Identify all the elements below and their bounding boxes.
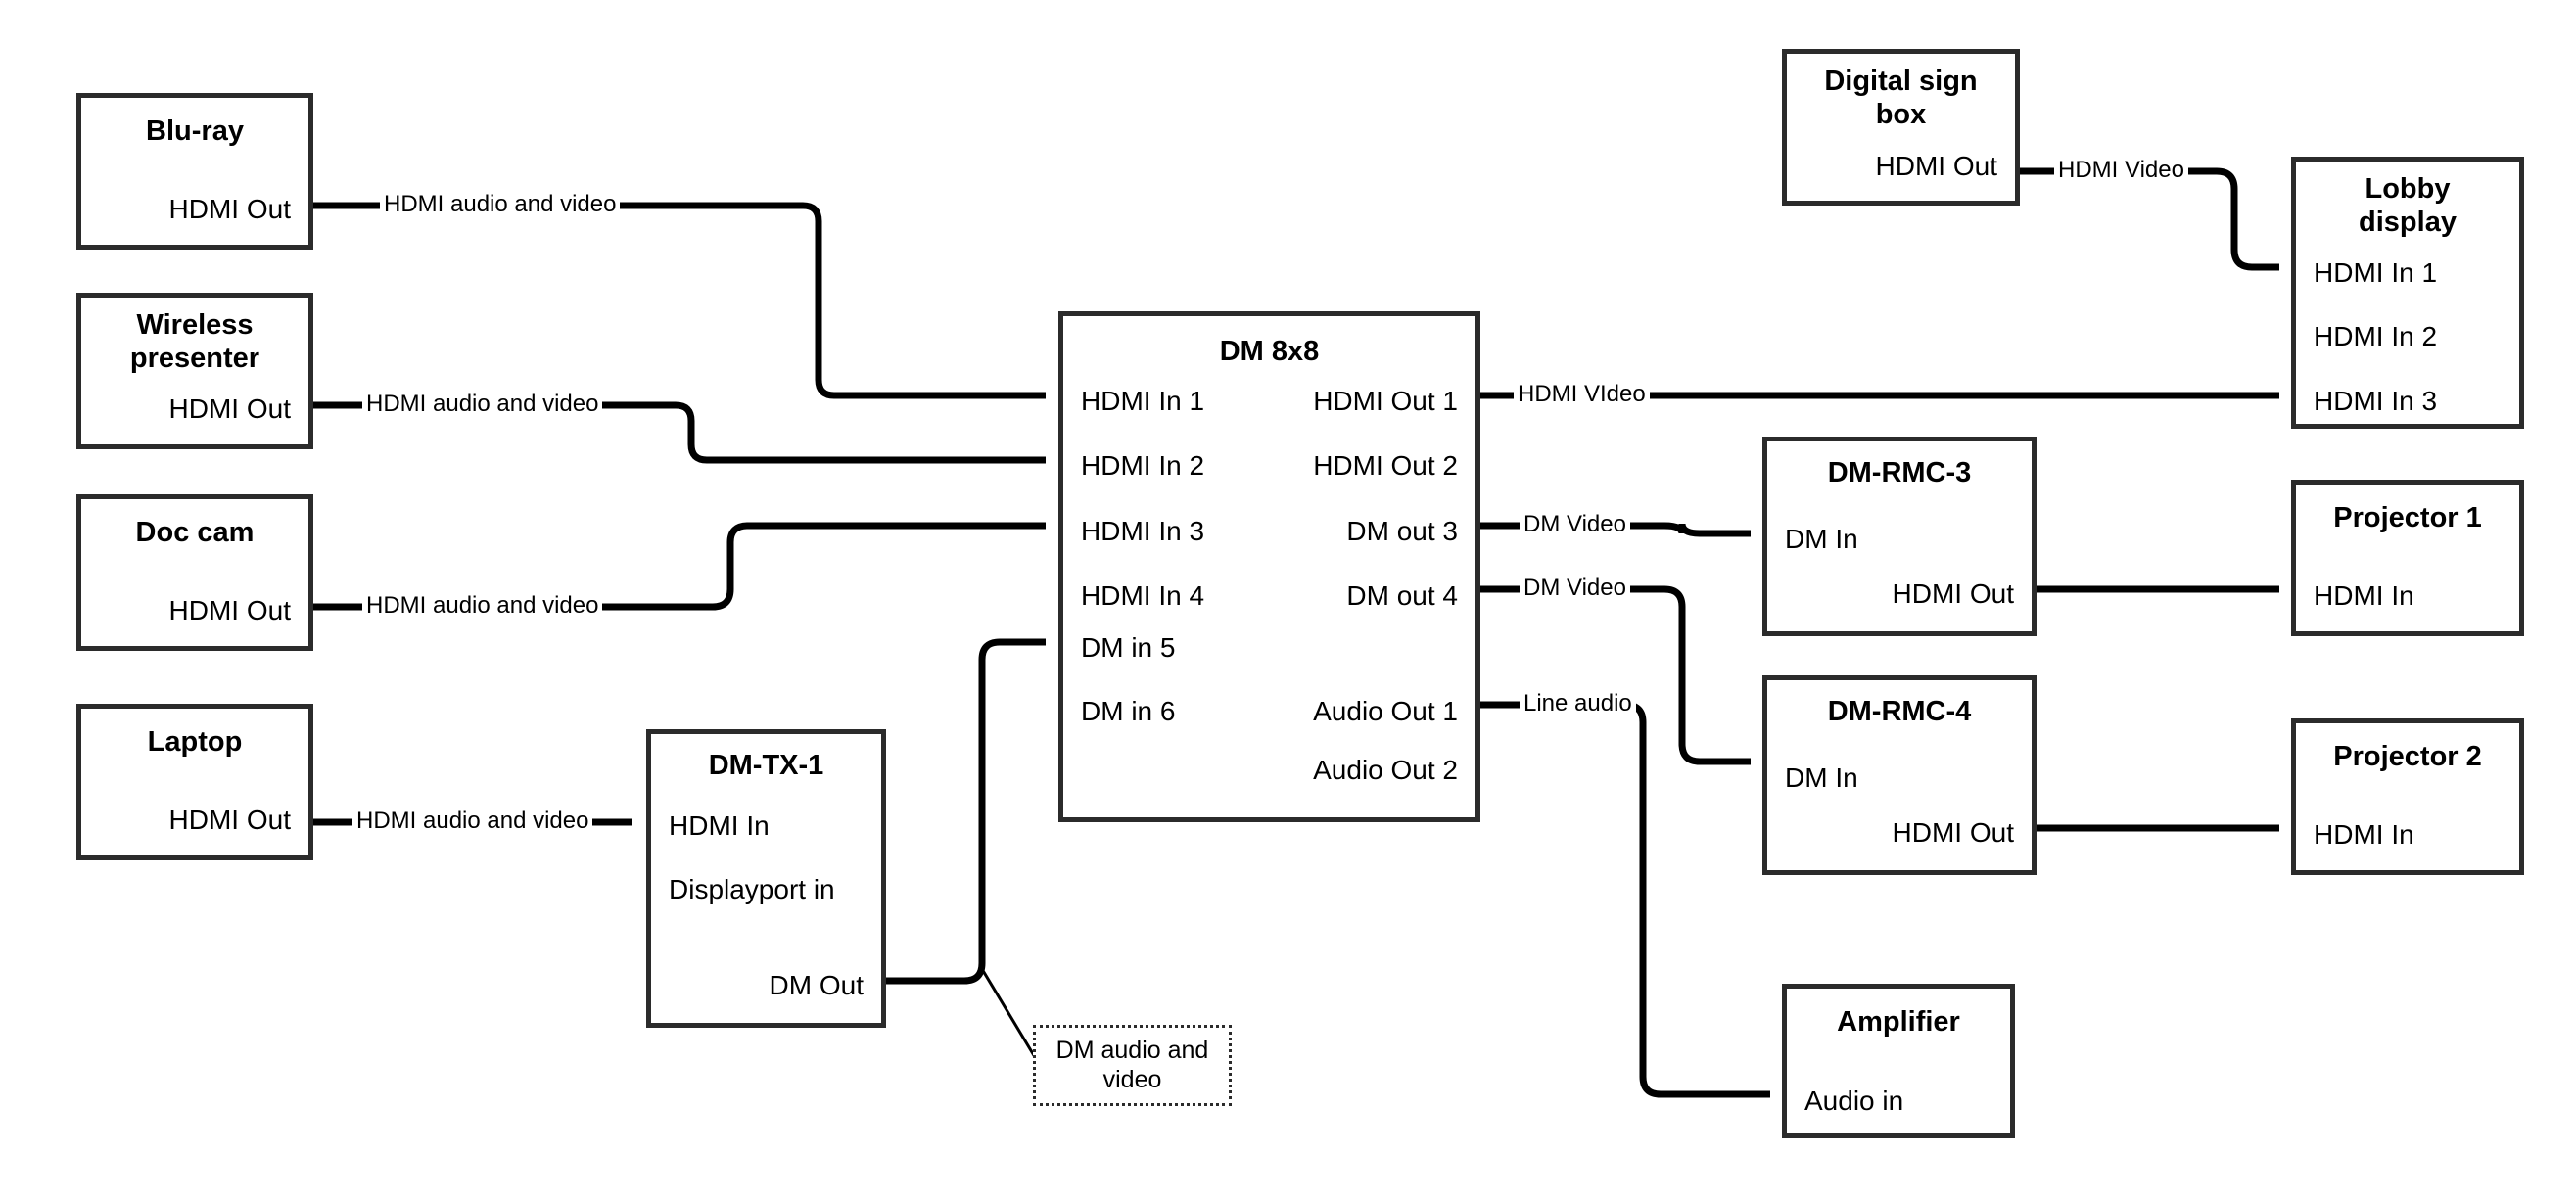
link-label-laptop-to-tx: HDMI audio and video — [352, 809, 593, 833]
device-dm-8x8-input-hdmi-in-3[interactable]: HDMI In 3 — [1081, 516, 1205, 546]
link-label-dmout3-to-rmc3: DM Video — [1520, 513, 1630, 536]
device-dm-tx-1-port-displayport-in[interactable]: Displayport in — [669, 874, 835, 904]
wire-dm8x8-dmout4-to-rmc4 — [1480, 585, 1751, 765]
device-doc-cam-title: Doc cam — [135, 517, 255, 548]
device-digital-sign-box-port-hdmi-out[interactable]: HDMI Out — [1875, 151, 1997, 181]
link-label-sign-to-lobby: HDMI Video — [2054, 159, 2188, 182]
device-dm-rmc-4-port-dm-in[interactable]: DM In — [1785, 762, 1858, 793]
device-dm-8x8-output-audio-out-2[interactable]: Audio Out 2 — [1313, 755, 1458, 785]
device-digital-sign-box-title-line2: box — [1875, 99, 1927, 130]
device-bluray-title: Blu-ray — [146, 115, 244, 147]
link-label-dmout1-to-lobby: HDMI VIdeo — [1514, 383, 1650, 406]
device-dm-rmc-3-title: DM-RMC-3 — [1827, 457, 1972, 488]
device-projector-1-port-hdmi-in[interactable]: HDMI In — [2314, 580, 2414, 611]
device-wireless-presenter-title-line2: presenter — [129, 343, 260, 374]
device-dm-rmc-3-port-dm-in[interactable]: DM In — [1785, 524, 1858, 554]
wire-dmtx1-to-dm8x8 — [886, 638, 1046, 985]
device-dm-8x8-input-dm-in-5[interactable]: DM in 5 — [1081, 632, 1176, 663]
device-dm-8x8-output-dm-out-3[interactable]: DM out 3 — [1346, 516, 1458, 546]
callout-dm-audio-and-video: DM audio and video — [1033, 1025, 1232, 1106]
link-label-audioout1-to-amp: Line audio — [1520, 692, 1636, 716]
device-dm-8x8[interactable]: DM 8x8 HDMI In 1 HDMI In 2 HDMI In 3 HDM… — [1058, 311, 1480, 822]
device-dm-tx-1-port-hdmi-in[interactable]: HDMI In — [669, 810, 770, 841]
device-dm-rmc-4[interactable]: DM-RMC-4 DM In HDMI Out — [1762, 675, 2037, 875]
wire-digitalsign-to-lobby — [2020, 167, 2279, 271]
device-projector-2-title: Projector 2 — [2333, 741, 2482, 772]
device-dm-8x8-output-dm-out-4[interactable]: DM out 4 — [1346, 580, 1458, 611]
device-dm-8x8-output-audio-out-1[interactable]: Audio Out 1 — [1313, 696, 1458, 726]
device-lobby-display-input-hdmi-in-3[interactable]: HDMI In 3 — [2314, 386, 2438, 416]
device-digital-sign-box-title-line1: Digital sign — [1824, 66, 1978, 97]
device-dm-rmc-3-port-hdmi-out[interactable]: HDMI Out — [1892, 578, 2014, 609]
device-laptop-title: Laptop — [147, 726, 243, 758]
device-lobby-display-input-hdmi-in-1[interactable]: HDMI In 1 — [2314, 257, 2438, 288]
device-lobby-display-title-line1: Lobby — [2365, 173, 2451, 205]
device-dm-rmc-4-title: DM-RMC-4 — [1827, 696, 1972, 727]
device-dm-tx-1[interactable]: DM-TX-1 HDMI In Displayport in DM Out — [646, 729, 886, 1028]
device-amplifier-port-audio-in[interactable]: Audio in — [1804, 1086, 1904, 1116]
device-wireless-presenter[interactable]: Wireless presenter HDMI Out — [76, 293, 313, 449]
device-projector-2[interactable]: Projector 2 HDMI In — [2291, 718, 2524, 875]
device-lobby-display[interactable]: Lobby display HDMI In 1 HDMI In 2 HDMI I… — [2291, 157, 2524, 429]
device-wireless-presenter-port-hdmi-out[interactable]: HDMI Out — [168, 393, 291, 424]
device-dm-tx-1-port-dm-out[interactable]: DM Out — [769, 970, 864, 1000]
device-wireless-presenter-title-line1: Wireless — [136, 309, 254, 341]
device-amplifier[interactable]: Amplifier Audio in — [1782, 984, 2015, 1138]
wire-dm8x8-dmout3-to-rmc3 — [1480, 522, 1751, 537]
device-dm-rmc-4-port-hdmi-out[interactable]: HDMI Out — [1892, 817, 2014, 848]
device-dm-rmc-3[interactable]: DM-RMC-3 DM In HDMI Out — [1762, 437, 2037, 636]
wire-doccam-to-dm8x8 — [313, 522, 1046, 611]
wire-wireless-to-dm8x8 — [313, 401, 1046, 464]
device-dm-8x8-output-hdmi-out-2[interactable]: HDMI Out 2 — [1313, 450, 1458, 481]
device-doc-cam[interactable]: Doc cam HDMI Out — [76, 494, 313, 651]
link-label-bluray-to-dm: HDMI audio and video — [380, 193, 621, 216]
device-bluray-port-hdmi-out[interactable]: HDMI Out — [168, 194, 291, 224]
device-lobby-display-title-line2: display — [2359, 207, 2457, 238]
device-lobby-display-input-hdmi-in-2[interactable]: HDMI In 2 — [2314, 321, 2438, 351]
device-digital-sign-box[interactable]: Digital sign box HDMI Out — [1782, 49, 2020, 206]
link-label-doccam-to-dm: HDMI audio and video — [362, 594, 603, 618]
device-amplifier-title: Amplifier — [1837, 1006, 1960, 1038]
device-bluray[interactable]: Blu-ray HDMI Out — [76, 93, 313, 250]
callout-leader-line — [980, 968, 1040, 1063]
device-dm-8x8-input-hdmi-in-1[interactable]: HDMI In 1 — [1081, 386, 1205, 416]
link-label-dmout4-to-rmc4: DM Video — [1520, 577, 1630, 600]
link-label-wireless-to-dm: HDMI audio and video — [362, 393, 603, 416]
device-laptop-port-hdmi-out[interactable]: HDMI Out — [168, 805, 291, 835]
device-doc-cam-port-hdmi-out[interactable]: HDMI Out — [168, 595, 291, 625]
device-dm-8x8-title: DM 8x8 — [1219, 336, 1320, 367]
device-dm-8x8-input-dm-in-6[interactable]: DM in 6 — [1081, 696, 1176, 726]
device-dm-8x8-input-hdmi-in-4[interactable]: HDMI In 4 — [1081, 580, 1205, 611]
device-projector-1-title: Projector 1 — [2333, 502, 2482, 533]
device-projector-2-port-hdmi-in[interactable]: HDMI In — [2314, 819, 2414, 850]
device-projector-1[interactable]: Projector 1 HDMI In — [2291, 480, 2524, 636]
device-laptop[interactable]: Laptop HDMI Out — [76, 704, 313, 860]
wire-bluray-to-dm8x8 — [313, 202, 1046, 399]
device-dm-8x8-output-hdmi-out-1[interactable]: HDMI Out 1 — [1313, 386, 1458, 416]
device-dm-tx-1-title: DM-TX-1 — [708, 750, 824, 781]
device-dm-8x8-input-hdmi-in-2[interactable]: HDMI In 2 — [1081, 450, 1205, 481]
